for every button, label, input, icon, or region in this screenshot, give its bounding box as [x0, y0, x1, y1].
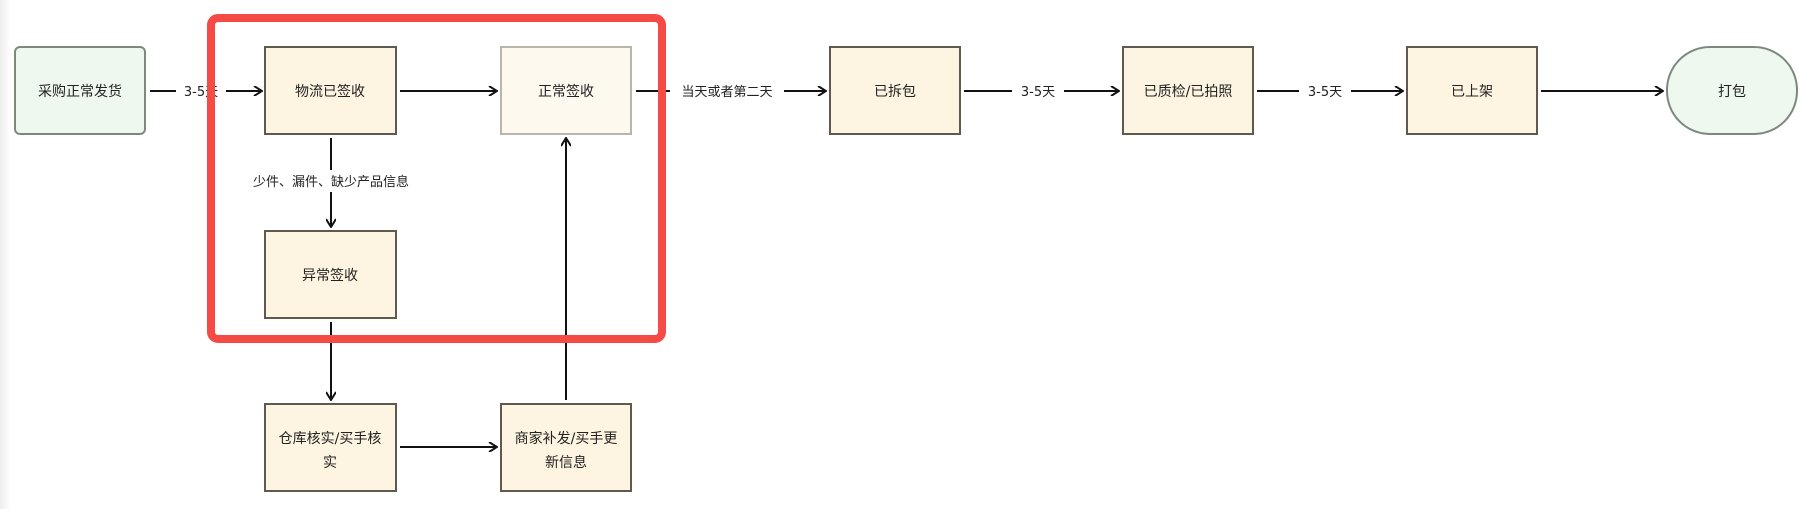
- node-label: 实: [323, 455, 337, 471]
- node-label: 仓库核实/买手核: [279, 431, 382, 447]
- node-logistics-signed[interactable]: 物流已签收: [264, 46, 397, 135]
- edge-label: 3-5天: [1308, 85, 1342, 100]
- edge-normal-to-unpacked: 当天或者第二天: [636, 80, 826, 102]
- node-purchase[interactable]: 采购正常发货: [14, 46, 146, 135]
- edge-unpacked-to-qc: 3-5天: [964, 80, 1119, 102]
- node-label: 商家补发/买手更: [515, 430, 618, 447]
- node-merchant-reship[interactable]: 商家补发/买手更 新信息: [500, 403, 632, 492]
- edge-purchase-to-logistics: 3-5天: [150, 80, 262, 102]
- node-abnormal-signed[interactable]: 异常签收: [264, 230, 397, 319]
- node-qc-photo[interactable]: 已质检/已拍照: [1122, 46, 1254, 135]
- node-label: 已上架: [1451, 84, 1493, 100]
- node-label: 新信息: [545, 454, 587, 471]
- node-label: 物流已签收: [295, 83, 365, 100]
- node-unpacked[interactable]: 已拆包: [829, 46, 961, 135]
- node-label: 正常签收: [538, 83, 594, 100]
- edge-label: 少件、漏件、缺少产品信息: [253, 174, 409, 190]
- node-label: 已质检/已拍照: [1144, 84, 1233, 100]
- node-shelved[interactable]: 已上架: [1406, 46, 1538, 135]
- node-label: 异常签收: [302, 267, 358, 284]
- node-label: 打包: [1718, 83, 1746, 100]
- node-warehouse-verify[interactable]: 仓库核实/买手核 实: [264, 403, 397, 492]
- node-label: 已拆包: [874, 84, 916, 100]
- highlight-box: [207, 14, 666, 343]
- node-label: 采购正常发货: [38, 83, 122, 100]
- edge-label: 当天或者第二天: [681, 85, 772, 100]
- edge-qc-to-shelved: 3-5天: [1257, 80, 1403, 102]
- edge-logistics-to-abnormal: 少件、漏件、缺少产品信息: [232, 138, 432, 227]
- edge-label: 3-5天: [1021, 85, 1055, 100]
- canvas-edge: [0, 0, 10, 509]
- node-pack[interactable]: 打包: [1666, 46, 1798, 135]
- node-normal-signed[interactable]: 正常签收: [500, 46, 632, 135]
